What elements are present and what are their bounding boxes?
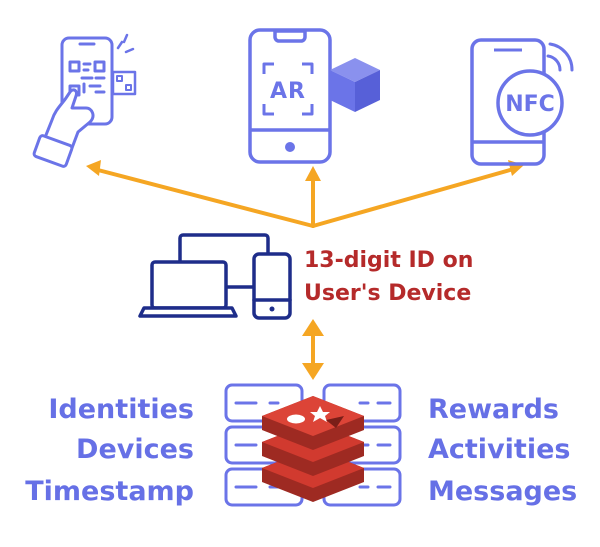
ar-phone-home-button	[285, 142, 295, 152]
laptop-base-icon	[138, 306, 238, 318]
qr-hand-cuff	[32, 134, 74, 168]
left-data-labels: Identities Devices Timestamp	[25, 394, 194, 507]
nfc-phone-icon: NFC	[470, 38, 574, 166]
device-id-label-line2: User's Device	[304, 281, 471, 306]
arrow-to-nfc-phone	[311, 168, 512, 228]
nfc-label: NFC	[505, 92, 555, 117]
label-rewards: Rewards	[428, 394, 559, 425]
arrow-head-bottom	[302, 363, 324, 380]
ar-phone-notch	[273, 29, 307, 43]
qr-hand-shape	[38, 88, 95, 152]
right-data-labels: Rewards Activities Messages	[428, 394, 577, 507]
device-id-label-line1: 13-digit ID on	[304, 248, 473, 273]
label-identities: Identities	[48, 394, 194, 425]
nfc-wave-1	[546, 54, 562, 72]
ar-phone-icon: AR	[248, 28, 332, 164]
user-devices-icon	[138, 233, 292, 320]
label-activities: Activities	[428, 434, 570, 465]
arrow-head-left	[86, 160, 101, 176]
ar-label: AR	[270, 79, 306, 104]
arrow-head-top	[302, 319, 324, 336]
label-devices: Devices	[76, 434, 194, 465]
nfc-badge-circle	[496, 69, 564, 137]
device-phone-icon	[252, 252, 292, 320]
nfc-wave-2	[548, 42, 574, 72]
laptop-screen-icon	[150, 260, 228, 310]
arrow-head-up	[305, 166, 321, 181]
redis-database-icon	[262, 396, 364, 502]
arrow-to-qr-phone	[96, 168, 315, 228]
label-messages: Messages	[428, 476, 577, 507]
ar-cube-icon	[330, 58, 380, 112]
ar-frame-corners	[262, 62, 314, 116]
small-qr-code	[111, 70, 137, 96]
qr-scan-phone-icon	[32, 33, 137, 168]
label-timestamp: Timestamp	[25, 476, 194, 507]
